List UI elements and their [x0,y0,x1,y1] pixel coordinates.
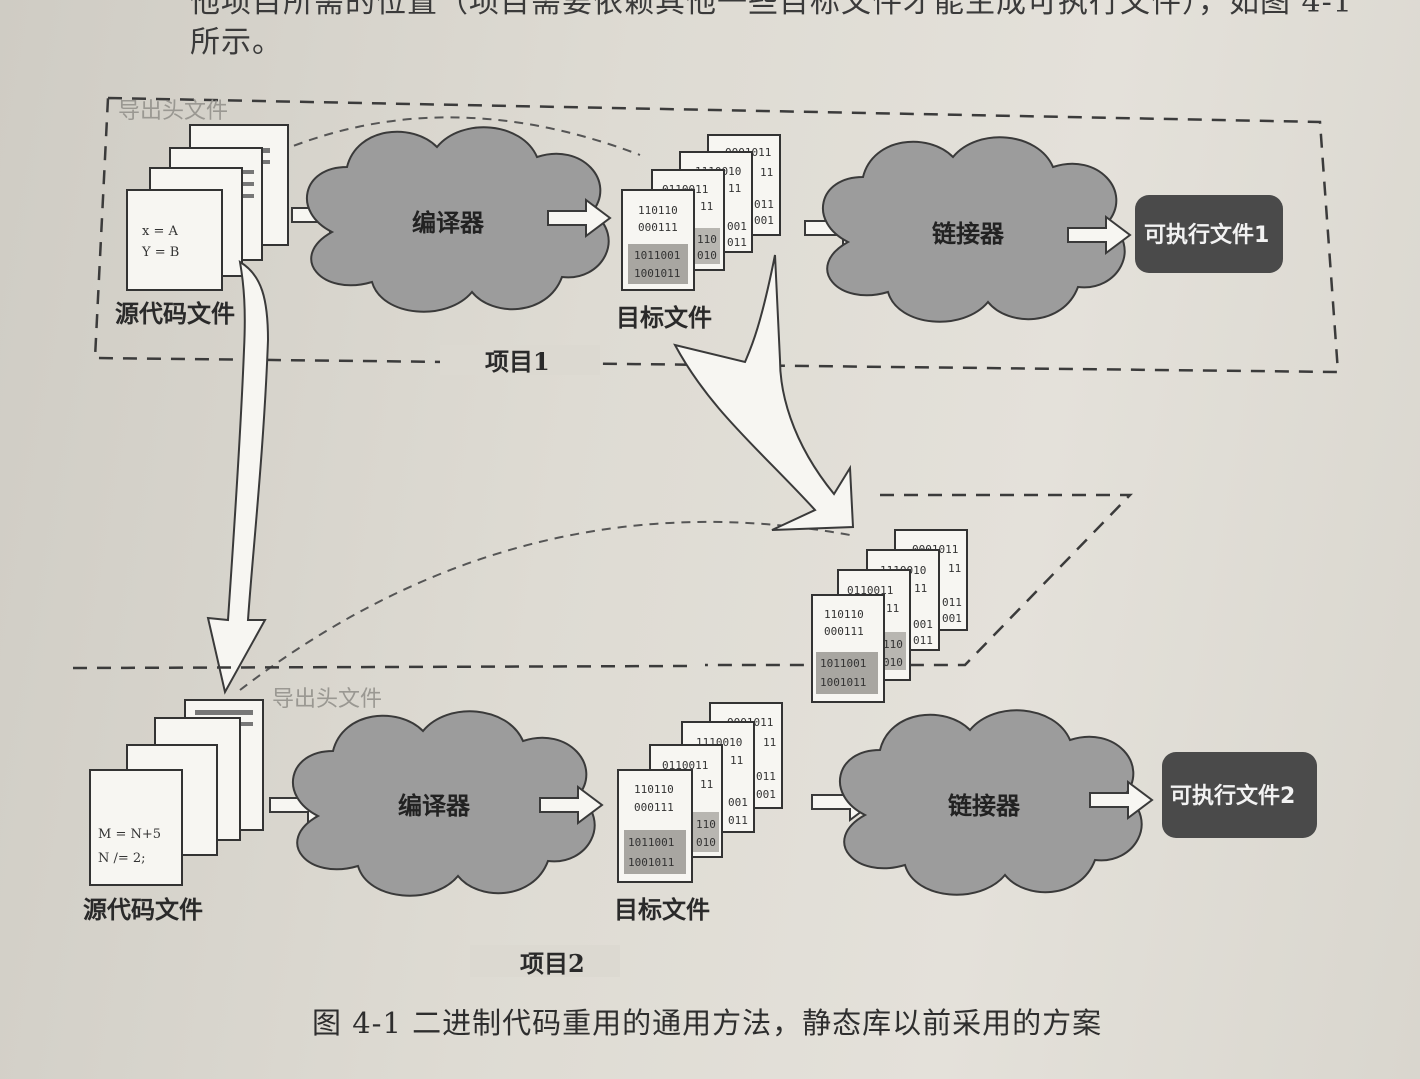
svg-text:1001011: 1001011 [820,676,866,689]
project2-export-header-label: 导出头文件 [272,687,382,712]
shared-object-files: 0001011 11 011 001 1110010 11 001 011 01… [811,529,968,703]
svg-text:000111: 000111 [638,221,678,234]
project2-object-files: 0001011 11 011 001 1110010 11 001 011 01… [617,702,783,883]
svg-text:001: 001 [942,612,962,625]
svg-text:0110011: 0110011 [662,759,708,772]
svg-text:11: 11 [700,200,713,213]
intro-line-1: 他项目所需的位置（项目需要依赖其他一些目标文件才能生成可执行文件），如图 4-1 [190,0,1353,20]
project1-compiler-label: 编译器 [412,208,485,237]
svg-text:011: 011 [913,634,933,647]
svg-text:1011001: 1011001 [628,836,674,849]
objects-to-library-arrow [673,254,855,531]
svg-text:001: 001 [913,618,933,631]
svg-text:1011001: 1011001 [634,249,680,262]
svg-text:000111: 000111 [824,625,864,638]
svg-text:110110: 110110 [638,204,678,217]
shared-library-boundary [705,493,1133,667]
project2-linker-label: 链接器 [948,791,1021,820]
svg-text:001: 001 [728,796,748,809]
project1-executable-box [1135,195,1283,273]
svg-text:11: 11 [886,602,899,615]
svg-text:010: 010 [696,836,716,849]
project1-object-files: 0001011 11 011 001 1110010 11 001 011 01… [621,134,781,291]
project2-boundary [72,664,691,670]
project2-code-line-2: N /= 2; [98,851,146,866]
project1-group: 项目1 导出头文件 x = A Y = B 源代码文件 编译器 [93,96,1340,376]
project2-compiler-label: 编译器 [398,791,471,820]
project1-code-line-2: Y = B [141,245,179,260]
svg-text:010: 010 [697,249,717,262]
svg-text:011: 011 [728,814,748,827]
svg-text:1001011: 1001011 [628,856,674,869]
intro-line-2: 所示。 [190,25,283,60]
svg-text:0110011: 0110011 [847,584,893,597]
source-to-project2-arrow [206,260,270,695]
svg-text:11: 11 [700,778,713,791]
project2-source-label: 源代码文件 [83,895,203,924]
svg-text:11: 11 [914,582,927,595]
svg-text:11: 11 [760,166,773,179]
project2-object-label: 目标文件 [614,895,710,924]
project2-code-line-1: M = N+5 [98,827,161,842]
project2-source-files: M = N+5 N /= 2; [89,699,264,886]
svg-text:110: 110 [883,638,903,651]
project1-source-files: x = A Y = B [126,124,289,291]
project1-label: 项目1 [485,347,550,376]
svg-text:010: 010 [883,656,903,669]
svg-text:110110: 110110 [634,783,674,796]
svg-text:110110: 110110 [824,608,864,621]
svg-text:011: 011 [942,596,962,609]
svg-text:1001011: 1001011 [634,267,680,280]
svg-text:011: 011 [756,770,776,783]
project1-code-line-1: x = A [142,224,178,239]
project2-label: 项目2 [520,949,585,978]
project1-object-label: 目标文件 [616,303,712,332]
svg-text:1011001: 1011001 [820,657,866,670]
svg-text:110: 110 [697,233,717,246]
project2-group: 项目2 导出头文件 M = N+5 N /= 2; 源代码文件 编译器 0001… [72,664,1317,978]
svg-text:11: 11 [948,562,961,575]
project1-source-label: 源代码文件 [115,299,235,328]
svg-text:001: 001 [756,788,776,801]
project2-executable-box [1162,752,1317,838]
svg-text:001: 001 [727,220,747,233]
svg-text:110: 110 [696,818,716,831]
project1-executable-label: 可执行文件1 [1144,222,1269,248]
svg-text:11: 11 [730,754,743,767]
svg-text:11: 11 [763,736,776,749]
svg-text:11: 11 [728,182,741,195]
svg-text:000111: 000111 [634,801,674,814]
project1-boundary [93,96,1340,374]
project2-export-arc [239,520,851,691]
project1-linker-label: 链接器 [932,219,1005,248]
project2-executable-label: 可执行文件2 [1170,783,1295,809]
figure-caption: 图 4-1 二进制代码重用的通用方法，静态库以前采用的方案 [312,1006,1103,1040]
svg-text:011: 011 [754,198,774,211]
project1-export-arc [249,116,641,166]
project1-export-header-label: 导出头文件 [118,99,228,124]
svg-text:001: 001 [754,214,774,227]
svg-text:011: 011 [727,236,747,249]
